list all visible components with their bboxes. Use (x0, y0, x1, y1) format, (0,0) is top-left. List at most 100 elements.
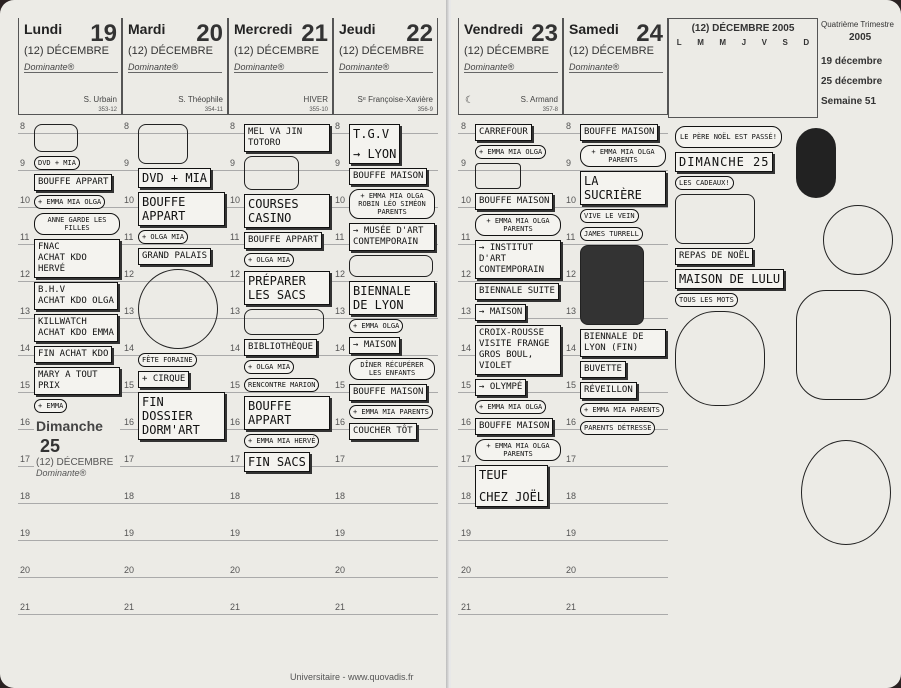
hour-label: 15 (461, 380, 472, 390)
hour-line (458, 133, 668, 134)
hour-label: 20 (230, 565, 241, 575)
hour-label: 20 (20, 565, 31, 575)
note: MAISON de LULU (675, 269, 785, 289)
hour-label: 20 (124, 565, 135, 575)
note: REPAS DE NOËL (675, 248, 754, 265)
hour-label: 15 (20, 380, 31, 390)
note-title: KILLWATCH (38, 317, 87, 327)
day-number: 25 (40, 436, 61, 456)
hour-label: 18 (335, 491, 346, 501)
hour-line (458, 540, 668, 541)
day-number: 19 (90, 20, 117, 47)
note-sub: → LYON (353, 147, 397, 161)
day-name: Lundi (24, 21, 63, 37)
weekday-label: M (697, 38, 704, 47)
hour-label: 10 (20, 195, 31, 205)
note: + EMMA MIA OLGA (475, 400, 547, 414)
hour-label: 19 (566, 528, 577, 538)
note-sub: DORM'ART (142, 423, 200, 437)
note: DVD + MIA (34, 156, 80, 170)
hour-label: 12 (230, 269, 241, 279)
hour-label: 9 (124, 158, 130, 168)
hour-label: 8 (230, 121, 236, 131)
moon-icon: ☾ (465, 95, 474, 106)
note: → MAISON (349, 337, 401, 354)
dominante: Dominante® (36, 468, 87, 478)
hour-line (18, 355, 438, 356)
note: + EMMA MIA OLGA PARENTS (475, 214, 561, 236)
note-title: FIN DOSSIER (142, 395, 193, 423)
dominante: Dominante® (234, 62, 328, 73)
hour-label: 12 (20, 269, 31, 279)
hour-label: 13 (461, 306, 472, 316)
hour-label: 16 (335, 417, 346, 427)
note-sub: VISITE FRANGE (479, 339, 550, 349)
note: FÊTE FORAINE (138, 353, 197, 367)
note: CARREFOUR (475, 124, 532, 141)
note: TOUS LES MOTS (675, 293, 738, 307)
note: → OLYMPÉ (475, 379, 527, 396)
note: LA SUCRIÈRE (580, 171, 666, 205)
footer: Universitaire - www.quovadis.fr (290, 672, 414, 682)
santa-drawing (823, 205, 893, 275)
day-name: Dimanche (36, 418, 103, 434)
note: PRÉPARER LES SACS (244, 271, 330, 305)
note: + EMMA MIA PARENTS (349, 405, 433, 419)
hour-line (458, 392, 668, 393)
hour-label: 10 (461, 195, 472, 205)
monday-entries: DVD + MIA BOUFFE APPART + EMMA MIA OLGA … (34, 124, 120, 479)
hour-label: 16 (20, 417, 31, 427)
note: LES CADEAUX! (675, 176, 734, 190)
note-title: CROIX-ROUSSE (479, 328, 545, 338)
hour-label: 12 (461, 269, 472, 279)
hour-line (18, 540, 438, 541)
hour-line (18, 466, 438, 467)
hour-label: 14 (461, 343, 472, 353)
note: RENCONTRE MARION (244, 378, 320, 392)
weekday-label: L (676, 38, 682, 47)
note: GRAND PALAIS (138, 248, 212, 265)
hour-label: 19 (124, 528, 135, 538)
hour-label: 11 (335, 232, 345, 242)
day-name: Mercredi (234, 21, 293, 37)
hour-label: 9 (230, 158, 236, 168)
note: + OLGA MIA (244, 360, 295, 374)
hour-line (458, 244, 668, 245)
day-count: 355-10 (309, 107, 328, 113)
hour-label: 20 (566, 565, 577, 575)
quarter-label: Quatrième Trimestre (821, 20, 894, 29)
day-count: 353-12 (98, 107, 117, 113)
hour-label: 9 (461, 158, 467, 168)
hour-label: 13 (124, 306, 135, 316)
wednesday-entries: MEL VA JIN TOTORO COURSES CASINO BOUFFE … (244, 124, 330, 472)
hour-label: 14 (230, 343, 241, 353)
hour-label: 18 (230, 491, 241, 501)
day-count: 354-11 (204, 107, 223, 113)
people-drawing (244, 156, 299, 190)
note: + EMMA MIA HERVÉ (244, 434, 320, 448)
hour-label: 15 (335, 380, 346, 390)
month: (12) DÉCEMBRE (24, 45, 109, 57)
hour-label: 10 (335, 195, 346, 205)
hour-label: 10 (230, 195, 241, 205)
note: PARENTS DÉTRESSE (580, 421, 656, 435)
hour-label: 16 (566, 417, 577, 427)
saint: S. Armand (520, 95, 558, 104)
hour-line (458, 466, 668, 467)
tuesday-entries: DVD + MIA BOUFFE APPART + OLGA MIA GRAND… (138, 124, 225, 440)
note: BOUFFE MAISON (580, 124, 659, 141)
hour-label: 9 (335, 158, 341, 168)
note: BOUFFE APPART (244, 396, 330, 430)
hour-label: 17 (461, 454, 472, 464)
hour-label: 17 (335, 454, 346, 464)
month: (12) DÉCEMBRE (128, 45, 213, 57)
girl-drawing (796, 128, 836, 198)
day-count: 356-9 (417, 107, 433, 113)
hour-label: 15 (124, 380, 135, 390)
